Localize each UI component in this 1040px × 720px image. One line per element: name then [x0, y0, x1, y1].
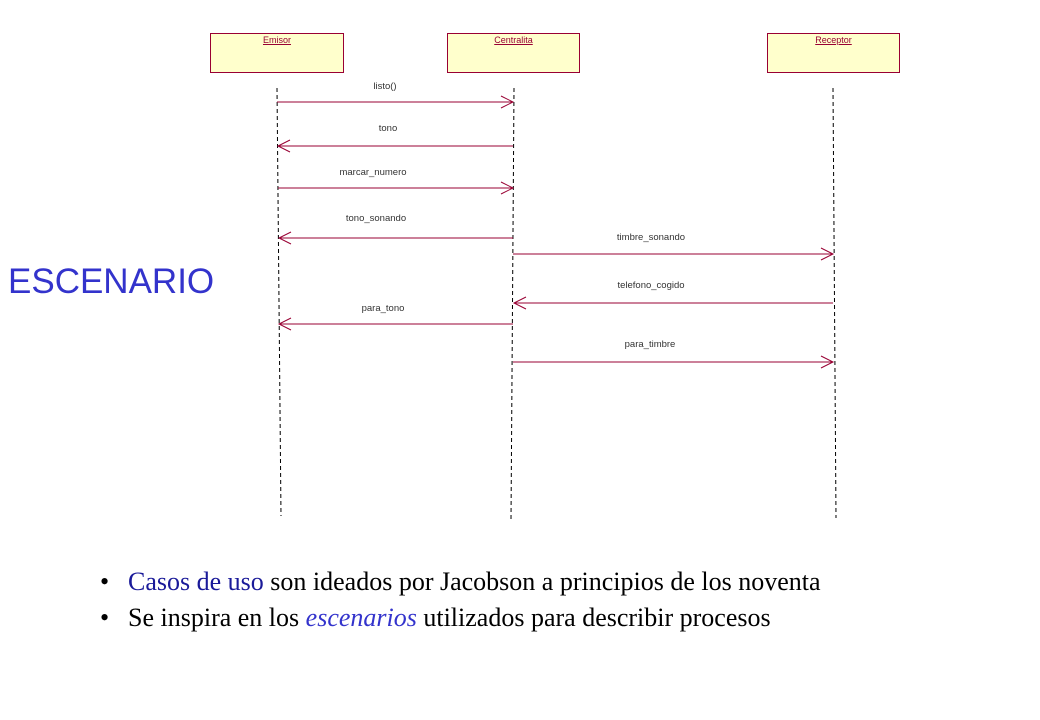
message-label: tono: [379, 123, 398, 134]
actor-receptor: Receptor: [767, 33, 900, 73]
message-arrow: [278, 181, 515, 195]
sequence-diagram: listo() tono marcar_numero tono_sonando …: [276, 81, 837, 521]
bullet-list: • Casos de uso son ideados por Jacobson a…: [100, 564, 821, 636]
bullet-marker: •: [100, 567, 110, 596]
message-label: marcar_numero: [339, 167, 406, 178]
message-label: telefono_cogido: [617, 280, 684, 291]
actor-label: Emisor: [262, 35, 291, 45]
slide-title: ESCENARIO: [8, 262, 215, 301]
message-arrow: [277, 95, 515, 109]
bullet-text: Se inspira en los: [128, 603, 306, 632]
lifeline-emisor: [276, 87, 282, 517]
message-label: para_tono: [362, 303, 405, 314]
bullet-item: • Se inspira en los escenarios utilizados…: [100, 600, 821, 636]
bullet-text: utilizados para describir procesos: [416, 603, 771, 632]
bullet-highlight: escenarios: [305, 603, 417, 632]
message-arrow: [512, 296, 833, 310]
message-arrow: [513, 247, 835, 261]
bullet-marker: •: [100, 603, 110, 632]
lifeline-centralita: [510, 87, 515, 521]
message-label: listo(): [373, 81, 396, 92]
bullet-item: • Casos de uso son ideados por Jacobson a…: [100, 564, 821, 600]
bullet-highlight: Casos de uso: [128, 567, 264, 596]
actor-emisor: Emisor: [210, 33, 344, 73]
bullet-text: son ideados por Jacobson a principios de…: [263, 567, 821, 596]
actor-label: Receptor: [815, 35, 852, 45]
lifeline-receptor: [832, 87, 837, 519]
message-arrow: [276, 139, 513, 153]
message-arrow: [277, 317, 513, 331]
actor-centralita: Centralita: [447, 33, 580, 73]
message-arrow: [277, 231, 513, 245]
message-label: para_timbre: [625, 339, 676, 350]
message-arrow: [513, 355, 835, 369]
actor-label: Centralita: [494, 35, 533, 45]
message-label: tono_sonando: [346, 213, 406, 224]
message-label: timbre_sonando: [617, 232, 685, 243]
